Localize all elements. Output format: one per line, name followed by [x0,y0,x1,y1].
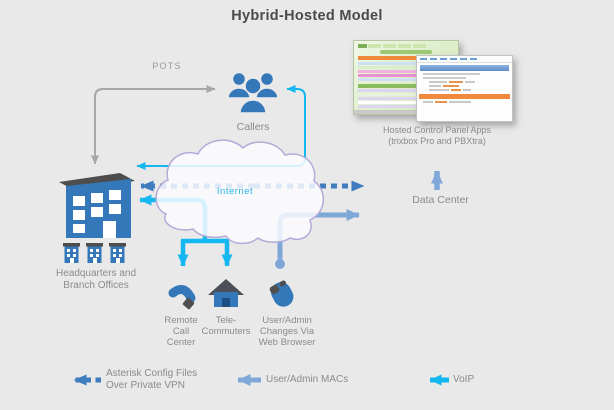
ui-table-header [358,84,454,88]
ui-link [440,58,447,60]
ui-link [450,58,457,60]
ui-highlight [435,101,447,103]
ui-link [460,58,467,60]
ui-row [358,62,416,65]
ui-highlight [451,89,461,91]
callers-label: Callers [236,121,270,133]
callers-icon [227,71,279,114]
ui-text [449,101,471,103]
ui-row [358,78,416,81]
ui-logo [358,44,367,48]
legend-voip-arrow [429,374,449,386]
internet-label: Internet [217,186,253,197]
mouse-icon [269,280,294,307]
voip-line-to-callers [286,85,306,158]
ui-tab-row [368,44,454,48]
headquarters-label-line1: Headquarters and [55,268,137,279]
ui-button-bar [380,50,432,54]
internet-cloud [155,139,324,245]
branch-offices-icon [63,243,126,263]
ui-link [430,58,437,60]
ui-text [423,101,433,103]
ui-row [358,66,416,69]
ui-text [465,81,475,83]
hosted-apps-caption-line1: Hosted Control Panel Apps [382,125,492,135]
remote-call-center-label: Remote Call Center [153,315,209,348]
ui-link [420,58,427,60]
pots-label: POTS [152,61,182,71]
telecommuters-line2: Commuters [201,326,251,337]
ui-text [429,85,441,87]
remote-call-center-line2: Call [172,326,190,337]
ui-text-line [429,81,506,83]
ui-toolbar [417,56,512,63]
ui-row [358,97,454,100]
legend-asterisk-line2: Over Private VPN [106,380,185,391]
user-admin-line2: Changes Via [259,326,315,337]
ui-row [358,74,416,77]
pots-line-horizontal [94,85,216,98]
ui-table [358,89,454,108]
legend-voip-label: VoIP [453,374,475,385]
house-icon [208,279,244,307]
hosted-apps-caption: Hosted Control Panel Apps (trixbox Pro a… [357,125,517,147]
ui-row [358,105,454,108]
pots-line-vertical [91,88,104,165]
legend-asterisk-arrow [73,374,101,386]
telecommuters-line1: Tele- [215,315,237,326]
headquarters-label-line2: Branch Offices [63,280,129,291]
remote-call-center-line1: Remote [164,315,198,326]
ui-text-line [423,73,480,75]
ui-tab [368,44,381,48]
ui-table-row [423,101,506,103]
ui-banner [420,65,509,71]
ui-text [463,89,471,91]
ui-section-bar [419,94,510,99]
user-admin-line3: Web Browser [258,337,316,348]
ui-row [358,101,454,104]
pbxtra-screenshot [416,55,513,122]
ui-text-line [423,77,466,79]
ui-footer-bar [354,110,458,114]
remote-call-center-line3: Center [166,337,196,348]
ui-highlight [449,81,463,83]
user-admin-label: User/Admin Changes Via Web Browser [247,315,327,348]
ui-text [429,81,447,83]
legend-asterisk-line1: Asterisk Config Files [106,368,198,379]
ui-highlight [443,85,459,87]
diagram-title: Hybrid-Hosted Model [231,8,383,24]
ui-tab [413,44,426,48]
ui-text [429,89,449,91]
ui-text-line [429,85,506,87]
phone-icon [168,285,196,310]
user-admin-line1: User/Admin [262,315,312,326]
ui-tab [383,44,396,48]
hosted-apps-caption-line2: (trixbox Pro and PBXtra) [388,136,486,146]
legend-asterisk-label: Asterisk Config Files Over Private VPN [106,368,197,392]
ui-form-panel [358,56,416,82]
ui-row [358,93,454,96]
ui-tab [398,44,411,48]
legend-macs-arrow [237,374,261,386]
ui-bar [358,56,416,60]
ui-text-line [429,89,506,91]
headquarters-label: Headquarters and Branch Offices [36,268,156,292]
ui-row [358,89,454,92]
telecommuters-label: Tele- Commuters [192,315,260,337]
ui-row [358,70,416,73]
legend-macs-label: User/Admin MACs [266,374,349,385]
headquarters-icon [59,173,135,238]
ui-link [470,58,477,60]
data-center-label: Data Center [412,194,469,206]
